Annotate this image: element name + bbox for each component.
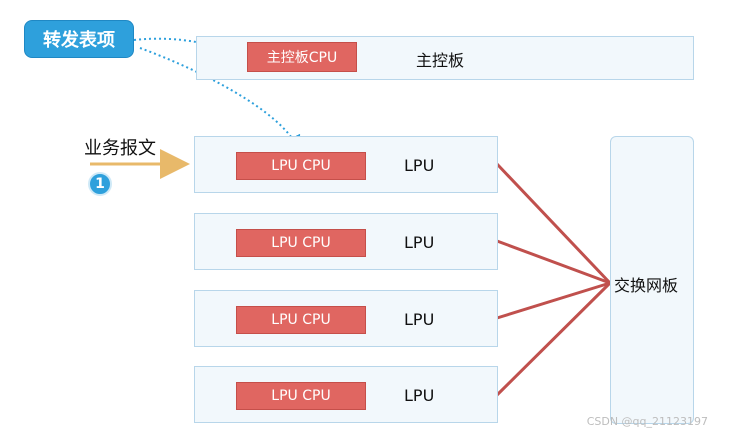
lpu-cpu-2-label: LPU CPU: [271, 235, 331, 251]
link-lpu-1-to-switch: [495, 162, 612, 285]
switch-fabric-board: [610, 136, 694, 424]
step-number: 1: [95, 176, 105, 192]
service-traffic-label: 业务报文: [84, 138, 156, 159]
watermark: CSDN @qq_21123197: [586, 415, 708, 428]
lpu-cpu-3-label: LPU CPU: [271, 312, 331, 328]
step-badge: 1: [88, 172, 112, 196]
lpu-card-3-label: LPU: [404, 310, 435, 329]
main-board-label: 主控板: [416, 51, 465, 70]
lpu-card-2-label: LPU: [404, 233, 435, 252]
main-board-cpu: 主控板CPU: [247, 42, 357, 72]
lpu-cpu-2: LPU CPU: [236, 229, 366, 257]
lpu-cpu-1: LPU CPU: [236, 152, 366, 180]
lpu-card-1-label: LPU: [404, 156, 435, 175]
lpu-cpu-4: LPU CPU: [236, 382, 366, 410]
link-lpu-3-to-switch: [496, 281, 611, 320]
link-lpu-2-to-switch: [496, 239, 611, 285]
lpu-card-4-label: LPU: [404, 386, 435, 405]
lpu-cpu-3: LPU CPU: [236, 306, 366, 334]
lpu-cpu-4-label: LPU CPU: [271, 388, 331, 404]
main-board-cpu-label: 主控板CPU: [266, 50, 338, 66]
switch-fabric-label: 交换网板: [614, 276, 679, 295]
link-lpu-4-to-switch: [495, 281, 612, 397]
forwarding-entry-callout: 转发表项: [24, 20, 134, 58]
callout-label: 转发表项: [43, 30, 115, 51]
lpu-cpu-1-label: LPU CPU: [271, 158, 331, 174]
